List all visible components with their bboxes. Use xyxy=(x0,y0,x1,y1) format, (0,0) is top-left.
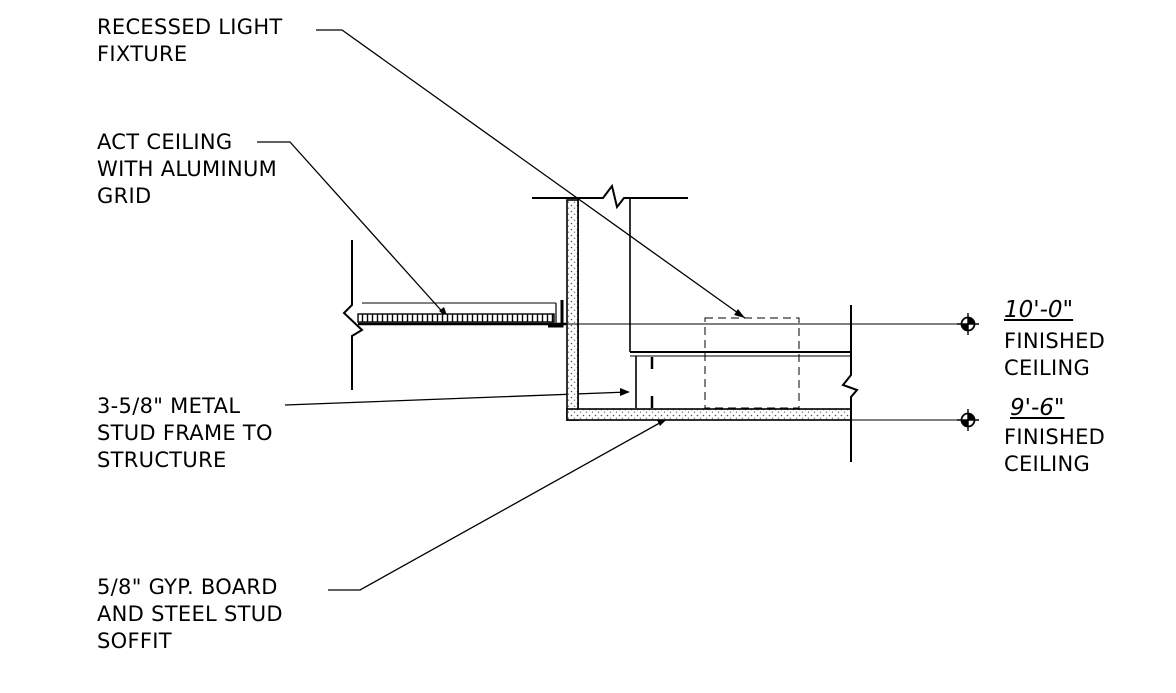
elevation-label-upper-line2: CEILING xyxy=(1004,356,1091,380)
note-gyp-board-line1: 5/8" GYP. BOARD xyxy=(97,575,278,599)
elevation-marker-lower xyxy=(957,409,979,431)
top-break-line xyxy=(532,183,688,210)
soffit-framing xyxy=(630,351,851,408)
note-recessed-light-line1: RECESSED LIGHT xyxy=(97,15,283,39)
gyp-board-wall xyxy=(566,199,579,421)
elevation-marker-upper xyxy=(957,313,979,335)
elevation-label-lower: FINISHED CEILING xyxy=(1004,424,1105,478)
elevation-value-upper: 10'-0" xyxy=(1004,297,1074,323)
note-act-ceiling-line1: ACT CEILING xyxy=(97,130,233,154)
note-metal-stud-line1: 3-5/8" METAL xyxy=(97,394,241,418)
light-housing xyxy=(704,317,800,409)
leader-metal-stud xyxy=(284,391,629,406)
leader-act-ceiling xyxy=(257,141,449,319)
note-metal-stud: 3-5/8" METAL STUD FRAME TO STRUCTURE xyxy=(97,393,273,474)
arrowhead-metal-stud xyxy=(620,388,630,396)
wall-angle-trim xyxy=(548,300,564,328)
act-ceiling-panel xyxy=(357,313,555,323)
note-recessed-light-line2: FIXTURE xyxy=(97,42,188,66)
note-act-ceiling: ACT CEILING WITH ALUMINUM GRID xyxy=(97,129,277,210)
elevation-lines xyxy=(566,323,968,421)
elevation-label-upper-line1: FINISHED xyxy=(1004,329,1106,353)
act-ceiling xyxy=(357,300,566,328)
note-recessed-light: RECESSED LIGHT FIXTURE xyxy=(97,14,283,68)
leader-gyp-board xyxy=(328,419,666,591)
elevation-label-lower-line2: CEILING xyxy=(1004,452,1091,476)
right-wall-break-line xyxy=(841,305,859,462)
left-wall-break-line xyxy=(342,240,364,390)
note-act-ceiling-line2: WITH ALUMINUM xyxy=(97,157,278,181)
note-metal-stud-line3: STRUCTURE xyxy=(97,448,227,472)
recessed-light-fixture xyxy=(704,317,800,409)
note-gyp-board-line2: AND STEEL STUD xyxy=(97,602,283,626)
elevation-value-lower: 9'-6" xyxy=(1010,395,1065,421)
note-metal-stud-line2: STUD FRAME TO xyxy=(97,421,273,445)
note-gyp-board: 5/8" GYP. BOARD AND STEEL STUD SOFFIT xyxy=(97,574,283,655)
note-act-ceiling-line3: GRID xyxy=(97,184,152,208)
leader-lines xyxy=(257,29,746,591)
elevation-label-lower-line1: FINISHED xyxy=(1004,425,1106,449)
elevation-label-upper: FINISHED CEILING xyxy=(1004,328,1105,382)
leader-recessed-light xyxy=(316,29,746,319)
note-gyp-board-line3: SOFFIT xyxy=(97,629,172,653)
gyp-board-soffit xyxy=(566,408,852,421)
arrowhead-recessed-light xyxy=(734,309,745,318)
